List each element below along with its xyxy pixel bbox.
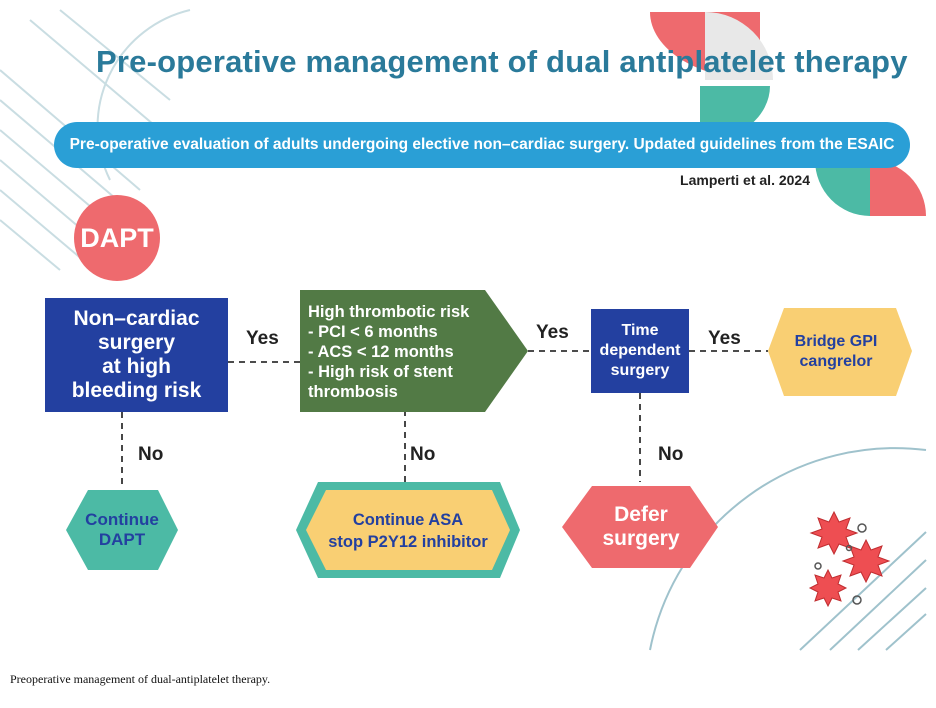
bubble-2 bbox=[814, 562, 822, 570]
decorative-teal-half bbox=[815, 160, 870, 216]
edge-label-no-1: No bbox=[138, 444, 164, 465]
virus-star-1 bbox=[809, 510, 859, 556]
decorative-coral-half bbox=[870, 160, 926, 216]
continue-dapt-shape bbox=[66, 490, 178, 570]
node-thrombotic-risk: High thrombotic risk - PCI < 6 months - … bbox=[308, 303, 470, 401]
decorative-lines-right bbox=[799, 531, 927, 651]
bubble-4 bbox=[845, 544, 853, 552]
node-continue-dapt: Continue DAPT bbox=[85, 510, 159, 549]
edge-label-yes-3: Yes bbox=[708, 328, 741, 349]
figure-caption: Preoperative management of dual-antiplat… bbox=[10, 672, 271, 686]
guideline-banner: Pre-operative evaluation of adults under… bbox=[54, 122, 910, 168]
edge-label-yes-1: Yes bbox=[246, 328, 279, 349]
decorative-grey-quarter bbox=[705, 12, 773, 80]
bridge-shape bbox=[768, 308, 912, 396]
thrombotic-risk-shape bbox=[300, 290, 528, 412]
page-title: Pre-operative management of dual antipla… bbox=[96, 44, 908, 79]
virus-star-2 bbox=[841, 538, 891, 584]
virus-star-3 bbox=[808, 568, 848, 608]
platelet-illustration bbox=[808, 510, 891, 608]
node-time-dependent: Time dependent surgery bbox=[591, 309, 689, 393]
edge-label-no-3: No bbox=[658, 444, 684, 465]
node-bleeding-risk: Non–cardiac surgery at high bleeding ris… bbox=[45, 298, 228, 412]
citation: Lamperti et al. 2024 bbox=[680, 172, 810, 188]
decorative-lines-left bbox=[0, 9, 171, 271]
decorative-arc-bottomright bbox=[649, 447, 927, 651]
defer-shape bbox=[562, 486, 718, 568]
continue-asa-shape bbox=[296, 482, 520, 578]
edge-label-yes-2: Yes bbox=[536, 322, 569, 343]
edge-label-no-2: No bbox=[410, 444, 436, 465]
node-bridge: Bridge GPI cangrelor bbox=[794, 333, 878, 370]
node-defer: Defer surgery bbox=[602, 503, 680, 550]
bubble-3 bbox=[852, 595, 862, 605]
node-continue-asa: Continue ASA stop P2Y12 inhibitor bbox=[328, 511, 488, 551]
bubble-1 bbox=[857, 523, 867, 533]
dapt-badge: DAPT bbox=[74, 195, 160, 281]
